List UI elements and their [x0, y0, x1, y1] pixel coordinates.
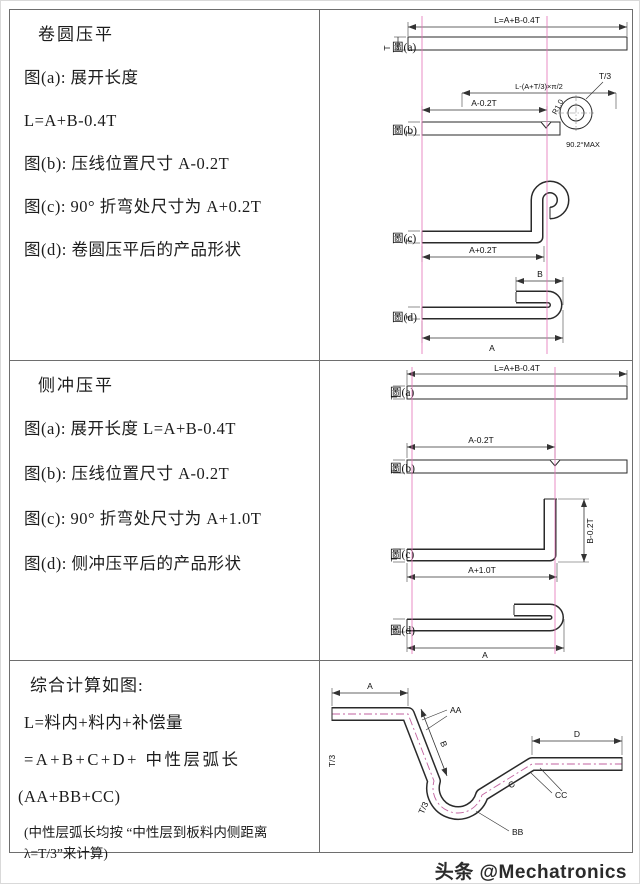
figure-c-label: 圖(c) [392, 232, 416, 245]
section-combined-calculation: 综合计算如图: L=料内+料内+补偿量 =A+B+C+D+ 中性层弧长 (AA+… [10, 661, 632, 861]
figure-a-flat-strip: L=A+B-0.4T T 圖(a) [382, 15, 628, 54]
dim-label-length: L=A+B-0.4T [494, 363, 540, 373]
section2-line-c: 图(c): 90° 折弯处尺寸为 A+1.0T [24, 509, 262, 528]
dim-label-thickness: T [389, 468, 399, 473]
section2-line-a: 图(a): 展开长度 L=A+B-0.4T [24, 419, 236, 438]
spec-table: 卷圆压平 图(a): 展开长度 L=A+B-0.4T 图(b): 压线位置尺寸 … [9, 9, 633, 861]
dim-label-thickness: T [404, 238, 414, 243]
figure-a-label: 圖(a) [390, 386, 414, 399]
dim-label-a: A [489, 343, 495, 353]
section3-text-cell: 综合计算如图: L=料内+料内+补偿量 =A+B+C+D+ 中性层弧长 (AA+… [10, 661, 320, 861]
dim-label-thickness: T [404, 314, 414, 319]
section2-diagram-cell: L=A+B-0.4T T 圖(a) A-0.2T [320, 361, 632, 660]
label-cc: CC [555, 790, 567, 800]
section3-note-line-1: (中性层弧长均按 “中性层到板料内侧距离 [24, 825, 268, 840]
section1-line-d: 图(d): 卷圆压平后的产品形状 [24, 240, 242, 259]
combined-profile [331, 707, 623, 820]
dim-label-bend: A+1.0T [468, 565, 496, 575]
figure-d-product: B A T 圖(d) [392, 269, 564, 353]
dim-label-thickness: T [389, 556, 399, 561]
label-t3-bottom: T/3 [416, 800, 430, 816]
dim-label-t3: T/3 [599, 71, 612, 81]
dim-label-pressline: A-0.2T [468, 435, 494, 445]
dim-label-thickness: T [382, 45, 392, 50]
dim-label-a: A [482, 650, 488, 660]
section2-text-cell: 侧冲压平 图(a): 展开长度 L=A+B-0.4T 图(b): 压线位置尺寸 … [10, 361, 320, 660]
figure-d-label: 圖(d) [392, 311, 417, 324]
section3-title: 综合计算如图: [30, 676, 144, 695]
section2-diagram: L=A+B-0.4T T 圖(a) A-0.2T [389, 363, 628, 660]
combined-dimensions: A AA B T/3 T/3 BB [327, 681, 623, 837]
section3-diagram-cell: A AA B T/3 T/3 BB [320, 661, 632, 852]
section3-formula-2: =A+B+C+D+ 中性层弧长 [24, 750, 241, 769]
dim-label-length: L=A+B-0.4T [494, 15, 540, 25]
section1-diagram: L=A+B-0.4T T 圖(a) [382, 15, 628, 354]
label-t3-left: T/3 [327, 755, 337, 768]
figure-b-label: 圖(b) [390, 462, 415, 475]
section1-line-c: 图(c): 90° 折弯处尺寸为 A+0.2T [24, 197, 262, 216]
section1-title: 卷圆压平 [38, 25, 114, 44]
label-c: C [506, 779, 517, 791]
section1-diagram-cell: L=A+B-0.4T T 圖(a) [320, 10, 632, 360]
section2-title: 侧冲压平 [38, 376, 114, 395]
dim-label-thickness: T [389, 626, 399, 631]
figure-a-label: 圖(a) [392, 41, 416, 54]
dim-label-thickness: T [389, 394, 399, 399]
dim-label-bend: A+0.2T [469, 245, 497, 255]
dim-label-b: B [537, 269, 543, 279]
dim-label-b: B [438, 739, 449, 748]
figure-a-flat-strip: L=A+B-0.4T T 圖(a) [389, 363, 628, 400]
section3-formula-3: (AA+BB+CC) [18, 787, 121, 806]
section2-line-b: 图(b): 压线位置尺寸 A-0.2T [24, 464, 230, 483]
section-side-punch-flatten: 侧冲压平 图(a): 展开长度 L=A+B-0.4T 图(b): 压线位置尺寸 … [10, 361, 632, 661]
figure-b-pressline: A-0.2T T 圖(b) [389, 435, 628, 475]
section1-line-b: 图(b): 压线位置尺寸 A-0.2T [24, 154, 230, 173]
figure-b-pressline: A-0.2T L-(A+T/3)×π/2 T/3 R1.0 90.2°MAX T… [392, 71, 617, 149]
section1-formula: L=A+B-0.4T [24, 111, 117, 130]
section3-note-line-2: λ=T/3”来计算) [24, 846, 108, 861]
figure-b-label: 圖(b) [392, 124, 417, 137]
label-aa: AA [450, 705, 462, 715]
figure-d-product: A T 圖(d) [389, 603, 565, 660]
dim-label-thickness: T [404, 130, 414, 135]
figure-c-label: 圖(c) [390, 548, 414, 561]
watermark: 头条 @Mechatronics [434, 862, 627, 883]
section3-diagram: A AA B T/3 T/3 BB [327, 681, 623, 837]
label-bb: BB [512, 827, 524, 837]
dim-label-curl-length: L-(A+T/3)×π/2 [515, 82, 563, 91]
section3-formula-1: L=料内+料内+补偿量 [24, 713, 183, 732]
dim-label-pressline: A-0.2T [471, 98, 497, 108]
figure-d-label: 圖(d) [390, 624, 415, 637]
section-curl-flatten: 卷圆压平 图(a): 展开长度 L=A+B-0.4T 图(b): 压线位置尺寸 … [10, 10, 632, 361]
section2-line-d: 图(d): 侧冲压平后的产品形状 [24, 554, 242, 573]
section1-text-cell: 卷圆压平 图(a): 展开长度 L=A+B-0.4T 图(b): 压线位置尺寸 … [10, 10, 320, 360]
dim-label-d: D [574, 729, 580, 739]
figure-c-bend-hook: A+0.2T T 圖(c) [392, 180, 570, 262]
section1-line-a: 图(a): 展开长度 [24, 68, 139, 87]
dim-label-max: 90.2°MAX [566, 140, 600, 149]
dim-label-height: B-0.2T [585, 518, 595, 544]
figure-c-right-angle: A+1.0T B-0.2T T 圖(c) [389, 498, 595, 582]
dim-label-a: A [367, 681, 373, 691]
